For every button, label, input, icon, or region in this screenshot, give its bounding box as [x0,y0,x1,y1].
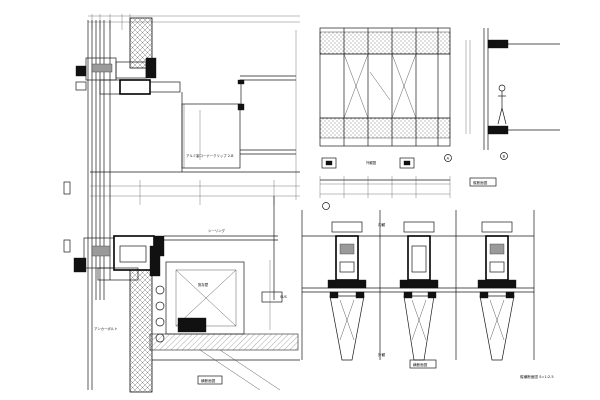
anchor-bolts [155,285,165,343]
tag-a: A [447,156,450,160]
section-a-label: 横断面図 [201,378,216,383]
elevation-label: 外観図 [366,160,377,165]
bolt-label: SUS [280,295,287,299]
anchor-label: アンカーボルト [94,326,118,331]
vsection-label: 縦断面図 [473,180,488,185]
exterior-label: 外観 [378,352,386,357]
drawing-title: 縦横断面図 S=1:2.5 [520,374,554,379]
seal-label: シーリング [208,228,226,233]
elevation-grid: A 外観図 [319,27,452,210]
tag-b: B [503,154,506,158]
wall-label: 既存壁 [198,282,209,287]
section-b-label: 横断面図 [413,362,428,367]
clip-label: アルミ製コーナークリップ 2-B [186,153,234,158]
plan-detail-2 [399,221,439,361]
main-section-detail: アルミ製コーナークリップ 2-B [63,14,300,393]
ceiling-profile: アルミ製コーナークリップ 2-B [181,75,296,172]
upper-transom [75,57,181,95]
vertical-section: B 縦断面図 [465,28,560,187]
person-figure-icon [497,84,507,125]
lower-sill: シーリング [73,228,278,281]
plan-detail-3 [477,221,517,361]
plan-detail-1 [327,221,367,361]
plan-details: 内観 外観 [301,210,535,369]
interior-label: 内観 [378,222,386,227]
